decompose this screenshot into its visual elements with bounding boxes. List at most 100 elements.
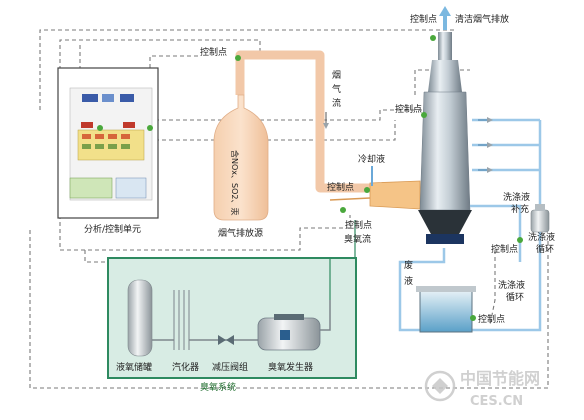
control-point-dot [470, 315, 476, 321]
ozone-generator-label: 臭氧发生器 [268, 361, 313, 373]
pressure-valve-icon [226, 335, 234, 345]
ozone-outlet-pipe [320, 300, 331, 331]
unit-red-indicator-right [123, 122, 135, 128]
ozone-system-panel [107, 257, 357, 379]
pressure-valve-label: 减压阀组 [212, 361, 248, 373]
control-line-top-left [59, 39, 261, 70]
wash-supplement-line1: 洗涤液 [503, 191, 530, 203]
control-points: 控制点 控制点 控制点 控制点 控制点 控制点 控制点 [97, 13, 523, 325]
unit-cell [95, 144, 104, 149]
flue-gas-duct: 含NOx、SO2、汞 烟气排放源 烟 气 流 [213, 50, 421, 239]
watermark-en: CES.CN [470, 394, 523, 409]
circulation-pump [530, 204, 550, 233]
unit-cell [121, 144, 130, 149]
wash-supplement-line2: 补充 [511, 203, 529, 215]
control-point-dot [340, 207, 346, 213]
unit-cell [108, 144, 117, 149]
wash-cycle-b-line1: 洗涤液 [498, 279, 525, 291]
tower-sump [418, 210, 472, 236]
control-point-dot [517, 237, 523, 243]
analysis-unit-label: 分析/控制单元 [84, 223, 141, 235]
waste-liquid-char-1: 废 [404, 259, 413, 271]
liquid-oxygen-tank [127, 279, 153, 357]
control-point-label: 控制点 [410, 13, 437, 25]
control-line-pump [489, 250, 496, 326]
clean-exhaust-label: 清洁烟气排放 [455, 13, 509, 25]
unit-red-indicator-left [81, 122, 93, 128]
unit-cell [82, 134, 91, 139]
control-point-dot [147, 125, 153, 131]
control-point-dot [430, 35, 436, 41]
control-point-label: 控制点 [345, 219, 372, 231]
pump-body [530, 209, 550, 233]
waste-liquid-pipe [398, 248, 446, 332]
pump-head [535, 204, 545, 211]
flue-flow-char-3: 流 [332, 97, 341, 109]
control-point-dot [235, 55, 241, 61]
vaporizer-label: 汽化器 [172, 361, 199, 373]
flue-duct-inlet-nozzle [369, 180, 421, 210]
tower-base [426, 234, 464, 244]
wash-cycle-a-line1: 洗涤液 [528, 231, 555, 243]
unit-panel-a [82, 94, 98, 102]
wash-pipe-return [470, 204, 522, 262]
flue-duct-neck [329, 197, 371, 201]
analysis-control-unit: 分析/控制单元 [57, 67, 159, 235]
tower-body [419, 91, 471, 211]
wash-liquid-tank [416, 286, 476, 333]
unit-cell [108, 134, 117, 139]
flue-flow-char-1: 烟 [332, 69, 341, 81]
ozone-generator-panel [280, 330, 290, 340]
emission-source-vessel [213, 94, 269, 221]
ozone-flow-label: 臭氧流 [344, 233, 371, 245]
unit-cell [82, 144, 91, 149]
control-line-tower-mid [155, 109, 440, 121]
unit-panel-b [102, 94, 114, 102]
exhaust-arrow-head [439, 6, 451, 16]
control-point-label: 控制点 [478, 313, 505, 325]
unit-cell [95, 134, 104, 139]
control-point-label: 控制点 [327, 181, 354, 193]
control-line-unit-top [149, 55, 200, 68]
ozone-generator-top [274, 314, 304, 320]
pressure-valve-icon [218, 335, 226, 345]
ozone-flow-line [329, 220, 356, 300]
waste-liquid-char-2: 液 [404, 275, 413, 287]
tower-stack [438, 32, 452, 60]
cooling-liquid-label: 冷却液 [358, 153, 385, 165]
tank-box [419, 289, 473, 333]
watermark: 中国节能网 CES.CN [424, 369, 540, 409]
wash-liquid-circuit [398, 118, 542, 332]
watermark-logo-ring [424, 370, 456, 402]
ozone-system: 液氧储罐 汽化器 减压阀组 臭氧发生器 臭氧系统 [107, 257, 357, 393]
cooling-liquid: 冷却液 [358, 153, 385, 186]
control-point-label: 控制点 [491, 243, 518, 255]
liquid-oxygen-tank-label: 液氧储罐 [116, 361, 152, 373]
unit-blue-grid [115, 177, 147, 199]
control-point-dot [421, 112, 427, 118]
control-point-label: 控制点 [395, 103, 422, 115]
watermark-logo-mark [432, 378, 448, 394]
control-line-tower-inner [155, 120, 396, 141]
control-point-dot [364, 187, 370, 193]
wash-cycle-a-line2: 循环 [536, 243, 554, 255]
wash-pipe-tank-out [470, 270, 542, 332]
flue-duct-path [235, 50, 370, 193]
control-line-exhaust [414, 69, 470, 95]
control-point-dot [97, 125, 103, 131]
flue-flow-char-2: 气 [332, 83, 341, 95]
control-line-ozone [59, 215, 351, 251]
scrubber-tower: 清洁烟气排放 [418, 6, 509, 244]
emission-source-text: 含NOx、SO2、汞 [230, 150, 240, 215]
ozone-system-label: 臭氧系统 [200, 381, 236, 393]
tower-neck [428, 60, 462, 92]
unit-cell [121, 134, 130, 139]
emission-source-label: 烟气排放源 [218, 227, 263, 239]
control-point-label: 控制点 [200, 46, 227, 58]
wash-cycle-b-line2: 循环 [506, 291, 524, 303]
control-line-outer-top [39, 29, 455, 110]
unit-panel-c [120, 94, 134, 102]
watermark-cn: 中国节能网 [460, 369, 540, 388]
